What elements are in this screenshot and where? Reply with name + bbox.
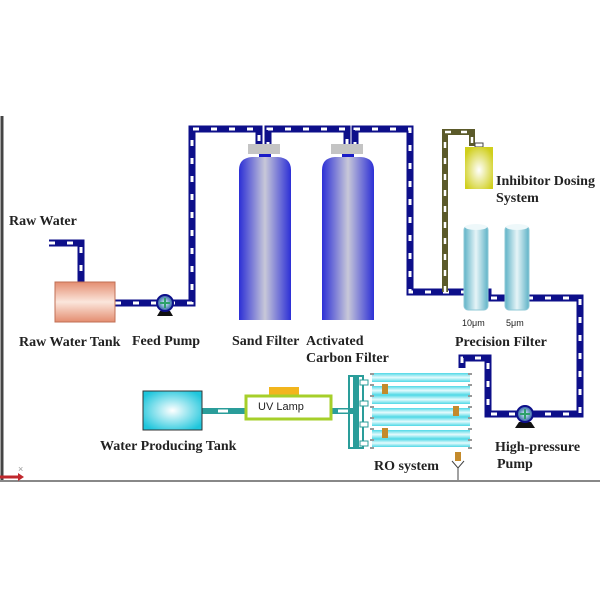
label-sand-filter: Sand Filter	[232, 334, 300, 349]
ro-membranes	[372, 373, 470, 447]
uv-lamp	[244, 387, 333, 421]
arrow-marker-icon: ×	[0, 464, 24, 481]
precision-filter-5um	[504, 224, 530, 311]
label-feed-pump: Feed Pump	[132, 334, 201, 349]
label-raw-water-tank: Raw Water Tank	[19, 335, 121, 350]
feed-pump-icon	[156, 294, 174, 316]
label-uv-lamp: UV Lamp	[258, 401, 304, 413]
label-inhibitor-dosing-2: System	[496, 191, 539, 206]
inhibitor-dosing-tank	[465, 142, 493, 189]
label-ro-system: RO system	[374, 459, 439, 474]
ro-system	[348, 373, 472, 480]
svg-text:×: ×	[18, 464, 23, 474]
label-activated-carbon-2: Carbon Filter	[306, 351, 389, 366]
label-10um: 10μm	[462, 318, 485, 328]
water-producing-tank	[142, 390, 203, 431]
label-high-pressure-2: Pump	[497, 457, 533, 472]
sand-filter-vessel	[239, 144, 291, 320]
main-pipeline	[49, 125, 584, 418]
raw-water-tank	[54, 281, 116, 323]
dosing-pipe	[442, 129, 475, 292]
label-5um: 5μm	[506, 318, 524, 328]
precision-filter-10um	[463, 224, 489, 311]
label-high-pressure-1: High-pressure	[495, 440, 581, 455]
high-pressure-pump-icon	[515, 405, 535, 428]
label-precision-filter: Precision Filter	[455, 335, 547, 350]
label-raw-water: Raw Water	[9, 214, 77, 229]
label-inhibitor-dosing-1: Inhibitor Dosing	[496, 174, 595, 189]
activated-carbon-filter-vessel	[322, 144, 374, 320]
label-water-producing-tank: Water Producing Tank	[100, 439, 237, 454]
label-activated-carbon-1: Activated	[306, 334, 364, 349]
drain-icon	[451, 460, 465, 480]
